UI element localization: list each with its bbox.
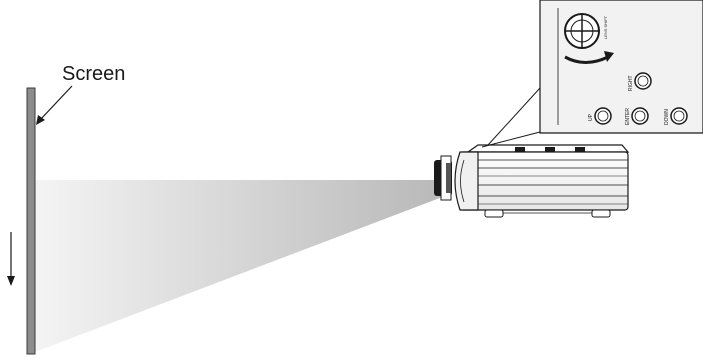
lens-shift-label: LENS SHIFT (603, 15, 608, 39)
callout-leader-lower (481, 131, 541, 148)
projection-beam (35, 180, 445, 352)
screen-label: Screen (62, 63, 125, 85)
projection-screen (26, 87, 36, 355)
control-panel-callout: LENS SHIFT RIGHT UP ENTER DOWN (539, 0, 703, 134)
enter-button-label: ENTER (625, 108, 631, 125)
right-button-label: RIGHT (628, 75, 634, 91)
screen-leader-arrowhead (36, 115, 45, 125)
screen-leader-line (39, 85, 73, 121)
rotate-clockwise-arrow-icon (564, 55, 609, 64)
down-button-label: DOWN (664, 109, 670, 125)
up-button-label: UP (588, 113, 594, 121)
callout-leader-upper (487, 87, 541, 146)
projector (434, 144, 630, 218)
move-down-arrow-icon (7, 276, 15, 286)
lens-shift-dial-icon (564, 13, 600, 49)
